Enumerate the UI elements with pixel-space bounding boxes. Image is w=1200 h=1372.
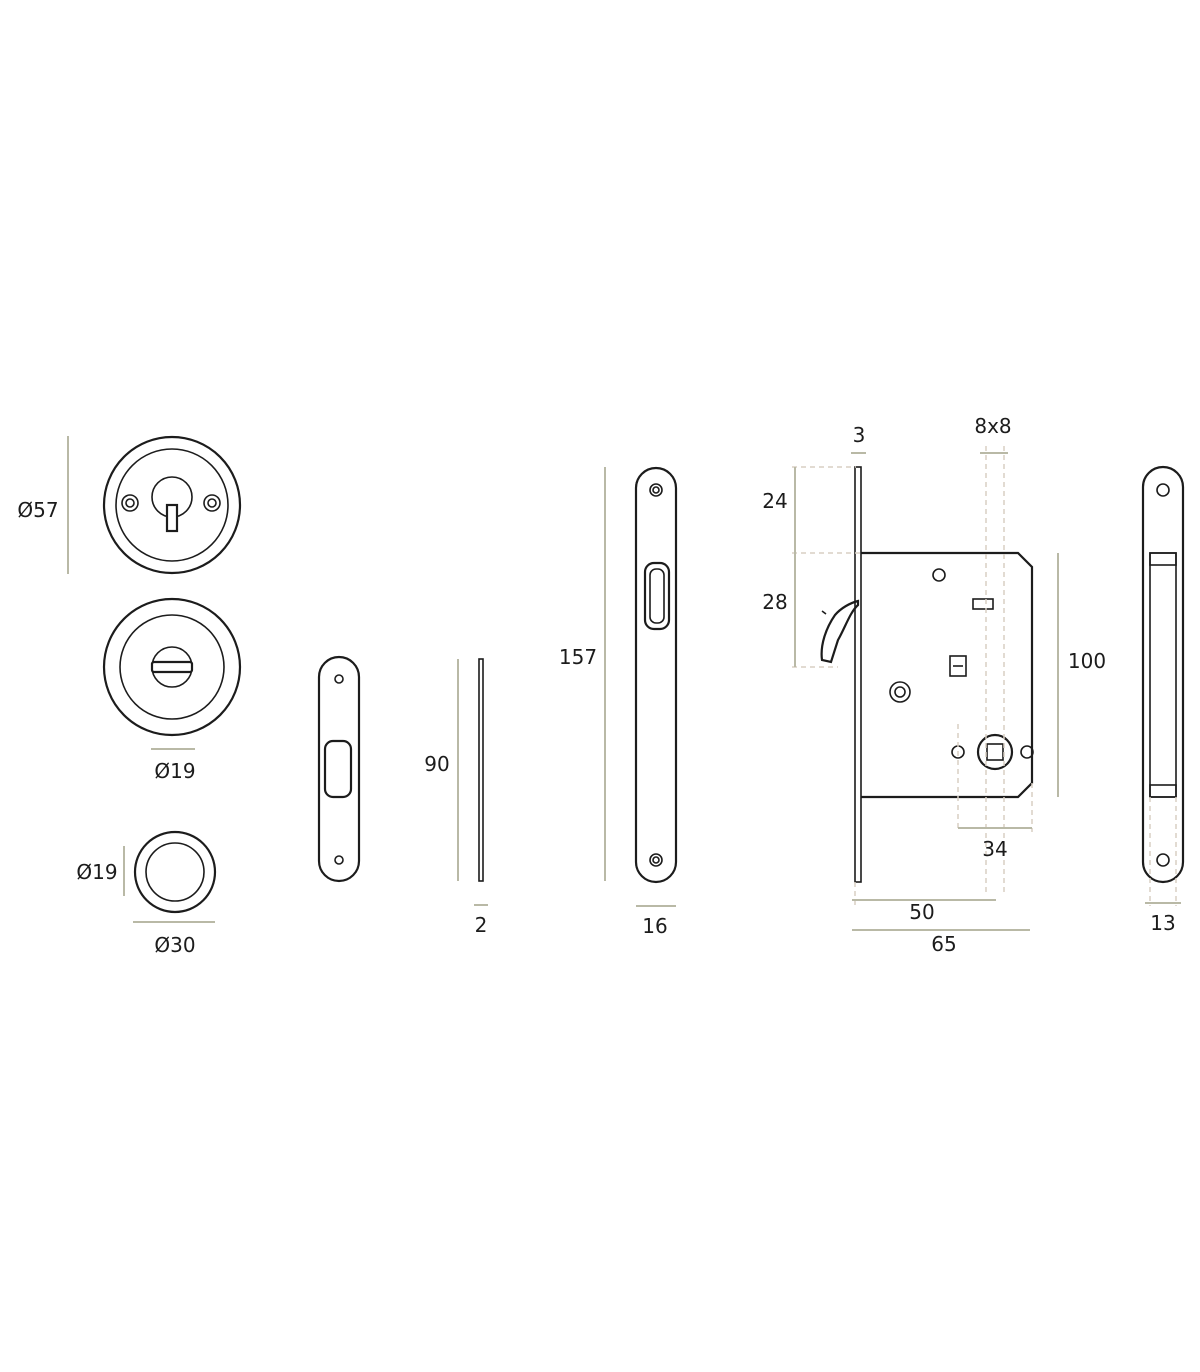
spindle-size-label: 8x8 <box>974 414 1011 438</box>
flush-pull <box>133 830 217 914</box>
case-depth-label: 65 <box>931 932 956 956</box>
turn-knob-rosette <box>102 597 242 737</box>
escutcheon-rosette <box>102 435 242 575</box>
spindle-spacing-label: 34 <box>982 837 1007 861</box>
strike-plate-thickness-label: 2 <box>475 913 488 937</box>
strike-plate-front <box>317 655 361 883</box>
keeper-plate <box>1141 465 1185 884</box>
mortise-construction-lines <box>792 446 1033 906</box>
faceplate-width-label: 16 <box>642 914 667 938</box>
lock-faceplate-front <box>634 466 678 884</box>
rosette-diameter-label: Ø57 <box>17 498 58 522</box>
keeper-construction-lines <box>1149 797 1177 906</box>
keeper-width-label: 13 <box>1150 911 1175 935</box>
backset-label: 50 <box>909 900 934 924</box>
mortise-lock-body <box>820 466 1034 883</box>
faceplate-thickness-label: 3 <box>853 423 866 447</box>
flush-pull-inner-diameter-label: Ø19 <box>76 860 117 884</box>
flush-pull-outer-diameter-label: Ø30 <box>154 933 195 957</box>
turn-knob-diameter-label: Ø19 <box>154 759 195 783</box>
strike-plate-height-label: 90 <box>424 752 449 776</box>
case-height-label: 100 <box>1068 649 1106 673</box>
hook-top-offset-label: 24 <box>762 489 787 513</box>
strike-plate-side <box>478 658 484 882</box>
hook-height-label: 28 <box>762 590 787 614</box>
faceplate-height-label: 157 <box>559 645 597 669</box>
